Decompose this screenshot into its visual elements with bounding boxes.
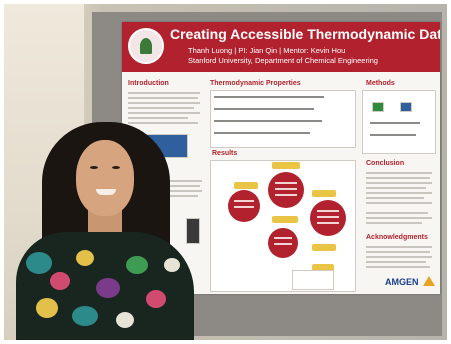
diagram-chart — [292, 270, 334, 290]
properties-panel — [210, 90, 356, 148]
text-line — [366, 192, 432, 194]
sponsor-logo-icon — [423, 276, 435, 286]
text-line — [366, 202, 432, 204]
text-line — [128, 107, 194, 109]
person-eye — [90, 166, 98, 169]
text-line — [366, 222, 422, 224]
poster-authors: Thanh Luong | PI: Jian Qin | Mentor: Kev… — [188, 46, 346, 55]
text-line — [128, 112, 200, 114]
person-face — [76, 140, 134, 216]
diagram-label — [234, 182, 258, 189]
text-line — [150, 180, 202, 182]
person-smile — [96, 189, 116, 195]
text-line — [214, 132, 310, 134]
text-line — [366, 177, 430, 179]
research-poster: Creating Accessible Thermodynamic Data T… — [122, 22, 440, 294]
diagram-label — [312, 244, 336, 251]
diagram-label — [312, 190, 336, 197]
diagram-node — [268, 228, 298, 258]
photo: Creating Accessible Thermodynamic Data T… — [4, 4, 447, 340]
text-line — [366, 251, 430, 253]
diagram-node — [310, 200, 346, 236]
poster-affiliation: Stanford University, Department of Chemi… — [188, 56, 378, 65]
text-line — [366, 217, 432, 219]
person-floral-dress — [16, 232, 194, 340]
text-line — [366, 187, 426, 189]
text-line — [150, 185, 200, 187]
text-line — [214, 108, 314, 110]
section-acknowledgments: Acknowledgments — [366, 234, 428, 241]
diagram-node — [228, 190, 260, 222]
diagram-label — [272, 162, 300, 169]
text-line — [366, 182, 432, 184]
text-line — [366, 256, 432, 258]
text-line — [128, 122, 198, 124]
phone-icon — [186, 218, 200, 244]
stanford-seal-icon — [128, 28, 164, 64]
diagram-label — [272, 216, 298, 223]
word-icon — [400, 102, 412, 112]
text-line — [150, 190, 202, 192]
person-eye — [112, 166, 120, 169]
poster-banner: Creating Accessible Thermodynamic Data T… — [122, 22, 440, 72]
section-introduction: Introduction — [128, 80, 169, 87]
text-line — [128, 97, 198, 99]
text-line — [366, 261, 426, 263]
text-line — [366, 266, 430, 268]
excel-icon — [372, 102, 384, 112]
text-line — [128, 117, 188, 119]
text-line — [150, 195, 198, 197]
section-thermodynamic-properties: Thermodynamic Properties — [210, 80, 301, 87]
diagram-node — [268, 172, 304, 208]
text-line — [366, 172, 432, 174]
text-line — [366, 212, 428, 214]
section-conclusion: Conclusion — [366, 160, 405, 167]
text-line — [128, 102, 200, 104]
amgen-logo: AMGEN — [385, 277, 419, 287]
diagram-label — [312, 264, 334, 271]
poster-title: Creating Accessible Thermodynamic Data T… — [170, 26, 440, 42]
section-results: Results — [212, 150, 238, 157]
text-line — [366, 197, 424, 199]
text-line — [214, 96, 324, 98]
text-line — [370, 122, 420, 124]
text-line — [370, 134, 416, 136]
text-line — [214, 120, 322, 122]
text-line — [128, 92, 200, 94]
text-line — [366, 246, 432, 248]
section-methods: Methods — [366, 80, 395, 87]
